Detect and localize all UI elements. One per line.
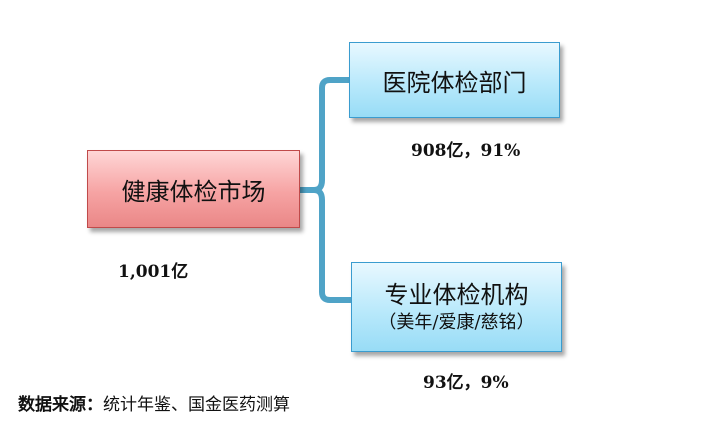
brace-line bbox=[297, 77, 354, 303]
root-node-health-checkup-market: 健康体检市场 bbox=[87, 150, 300, 228]
child-node-professional-checkup: 专业体检机构 （美年/爱康/慈铭） bbox=[351, 262, 562, 352]
child-node-sublabel: （美年/爱康/慈铭） bbox=[378, 311, 535, 333]
source-text: 统计年鉴、国金医药测算 bbox=[103, 395, 290, 415]
root-node-value: 1,001亿 bbox=[118, 262, 189, 282]
child-node-label: 医院体检部门 bbox=[382, 68, 527, 97]
child-node-hospital-checkup: 医院体检部门 bbox=[349, 42, 560, 118]
root-node-label: 健康体检市场 bbox=[121, 177, 266, 206]
data-source-note: 数据来源：统计年鉴、国金医药测算 bbox=[18, 390, 290, 415]
source-label: 数据来源： bbox=[18, 395, 103, 415]
child-node-label: 专业体检机构 bbox=[384, 280, 529, 309]
hospital-checkup-value: 908亿，91% bbox=[411, 141, 521, 161]
professional-checkup-value: 93亿，9% bbox=[423, 373, 509, 393]
